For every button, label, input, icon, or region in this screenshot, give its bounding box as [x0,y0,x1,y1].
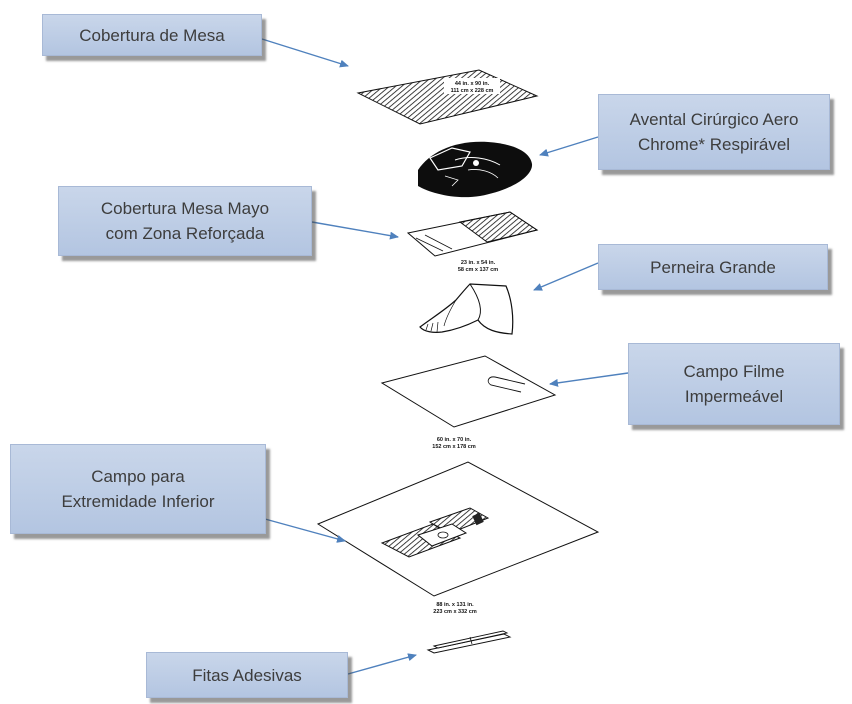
label-surgical-gown: Avental Cirúrgico Aero Chrome* Respiráve… [598,94,830,170]
arrow-extremity-drape [264,518,346,543]
arrow-mayo-cover [311,221,399,240]
film-drape-drawing: 60 in. x 70 in. 152 cm x 178 cm [380,355,557,450]
label-table-cover: Cobertura de Mesa [42,14,262,56]
label-extremity-drape: Campo para Extremidade Inferior [10,444,266,534]
film-drape-dimension-in: 60 in. x 70 in. [437,437,472,443]
label-leg-cover: Perneira Grande [598,244,828,290]
film-drape-dimension-cm: 152 cm x 178 cm [432,444,476,450]
arrow-leg-cover [533,262,599,291]
adhesive-tapes-drawing [426,630,512,654]
mayo-dimension-in: 23 in. x 54 in. [461,260,496,266]
surgical-gown-drawing [418,141,533,198]
leg-cover-drawing [419,283,514,335]
mayo-cover-drawing: 23 in. x 54 in. 58 cm x 137 cm [406,211,539,273]
arrow-gown [539,136,599,157]
label-adhesive-tapes: Fitas Adesivas [146,652,348,698]
arrow-tapes [347,653,417,675]
arrow-table-cover [261,38,349,68]
extremity-drape-dimension-cm: 223 cm x 332 cm [433,609,477,615]
table-cover-dimension-in: 44 in. x 90 in. [455,81,490,87]
extremity-drape-drawing: 88 in. x 131 in. 223 cm x 332 cm [316,461,600,615]
extremity-drape-dimension-in: 88 in. x 131 in. [436,602,474,608]
table-cover-dimension-cm: 111 cm x 228 cm [451,88,494,94]
table-cover-drawing: 44 in. x 90 in. 111 cm x 228 cm [356,69,539,125]
arrow-film-drape [549,372,629,387]
label-film-drape: Campo Filme Impermeável [628,343,840,425]
connector-arrows [261,38,629,675]
label-mayo-cover: Cobertura Mesa Mayo com Zona Reforçada [58,186,312,256]
mayo-dimension-cm: 58 cm x 137 cm [458,267,498,273]
